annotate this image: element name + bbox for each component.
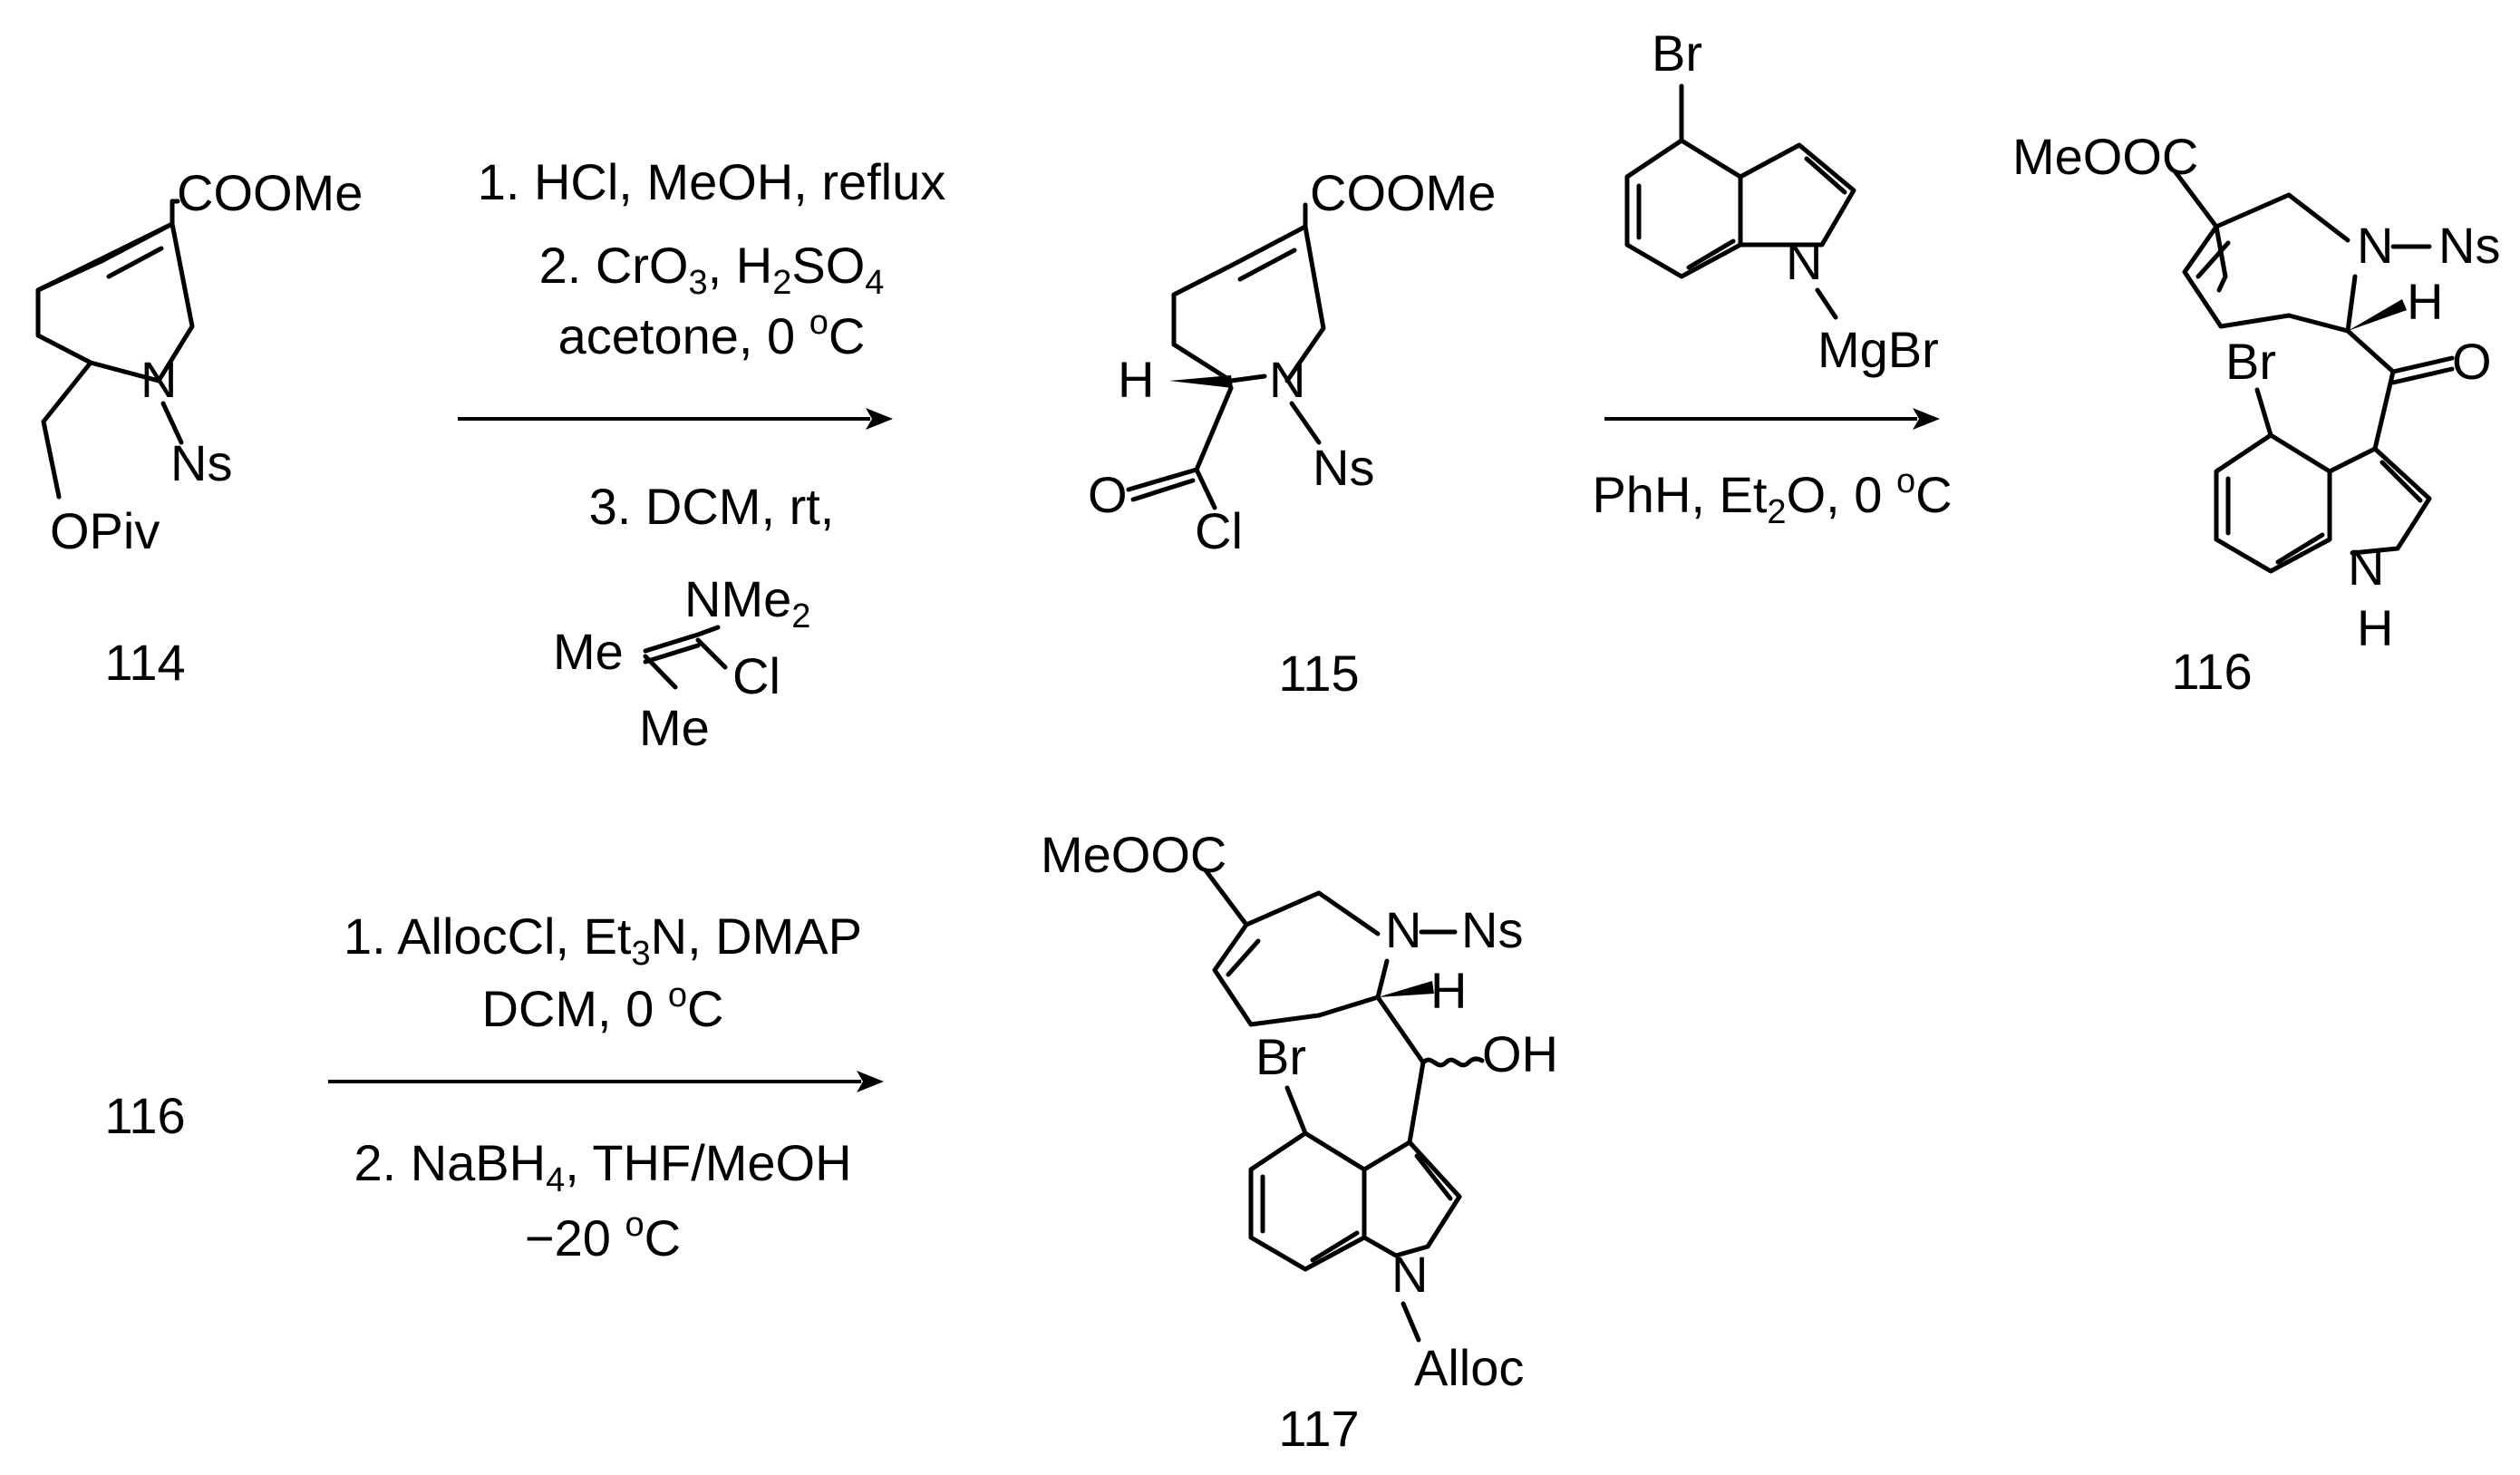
c117-oh-label: OH (1482, 1025, 1558, 1082)
step1-line1: 1. HCl, MeOH, reflux (478, 153, 946, 210)
compound-117: MeOOC N Ns H OH Br N Alloc 117 (1041, 826, 1558, 1457)
reagent-nme2-label: NMe2 (684, 570, 810, 636)
compound-id-114: 114 (104, 634, 185, 691)
c117-ns-label: Ns (1461, 901, 1523, 958)
step1-line3: acetone, 0 oC (558, 304, 866, 364)
grignard-reagent: Br N MgBr (1624, 24, 1939, 378)
c116-n-label: N (2357, 217, 2393, 274)
c117-br-label: Br (1255, 1028, 1306, 1085)
step1-line4: 3. DCM, rt, (589, 478, 835, 535)
c117-h-label: H (1430, 962, 1467, 1019)
c116-o-label: O (2452, 333, 2492, 390)
step1-line2: 2. CrO3, H2SO4 (539, 237, 885, 302)
c116-br-label: Br (2225, 333, 2276, 390)
c116-nh-n-label: N (2348, 539, 2384, 596)
c117-meooc-label: MeOOC (1041, 826, 1226, 883)
step3-conditions: 1. AllocCl, Et3N, DMAP DCM, 0 oC 2. NaBH… (344, 907, 862, 1266)
step1-conditions: 1. HCl, MeOH, reflux 2. CrO3, H2SO4 acet… (478, 153, 946, 756)
step3-start-id: 116 (104, 1087, 185, 1144)
compound-114: COOMe N Ns OPiv 114 (35, 164, 363, 691)
step3-line2: DCM, 0 oC (482, 976, 724, 1037)
c114-opiv-label: OPiv (50, 502, 160, 559)
c116-meooc-label: MeOOC (2012, 128, 2198, 185)
grignard-br-label: Br (1652, 24, 1702, 82)
c115-cl-label: Cl (1195, 502, 1243, 559)
c115-cooMe-label: COOMe (1310, 164, 1496, 221)
compound-id-115: 115 (1278, 645, 1359, 702)
c116-nh-h-label: H (2357, 599, 2393, 656)
c115-o-label: O (1088, 466, 1128, 523)
c116-ns-label: Ns (2438, 217, 2500, 274)
reagent-cl-label: Cl (732, 647, 780, 704)
compound-id-117: 117 (1278, 1400, 1359, 1457)
grignard-mgbr-label: MgBr (1817, 321, 1939, 378)
c115-ns-label: Ns (1313, 439, 1374, 496)
compound-115: H COOMe N Ns O Cl 115 (1088, 164, 1496, 702)
compound-116: MeOOC N Ns H O Br N H 116 (2012, 128, 2500, 700)
c117-n-label: N (1385, 901, 1421, 958)
step3-arrow (328, 1071, 884, 1092)
c117-n-indole-label: N (1391, 1246, 1428, 1303)
step1-arrow (458, 408, 893, 430)
c115-h-label: H (1118, 351, 1154, 408)
reagent-me2-label: Me (639, 699, 710, 756)
c114-n-label: N (141, 351, 177, 408)
step3-line1: 1. AllocCl, Et3N, DMAP (344, 907, 862, 973)
grignard-n-label: N (1786, 233, 1822, 290)
c115-n-label: N (1269, 351, 1305, 408)
step3-line3: 2. NaBH4, THF/MeOH (354, 1134, 851, 1199)
step2-arrow (1604, 408, 1940, 430)
step3-line4: −20 oC (525, 1206, 681, 1266)
step2-conditions: PhH, Et2O, 0 oC (1592, 462, 1952, 531)
compound-id-116: 116 (2171, 643, 2252, 700)
c114-cooMe-label: COOMe (177, 164, 363, 221)
c116-h-label: H (2407, 273, 2443, 330)
reagent-me1-label: Me (553, 623, 624, 680)
c117-alloc-label: Alloc (1414, 1339, 1524, 1396)
